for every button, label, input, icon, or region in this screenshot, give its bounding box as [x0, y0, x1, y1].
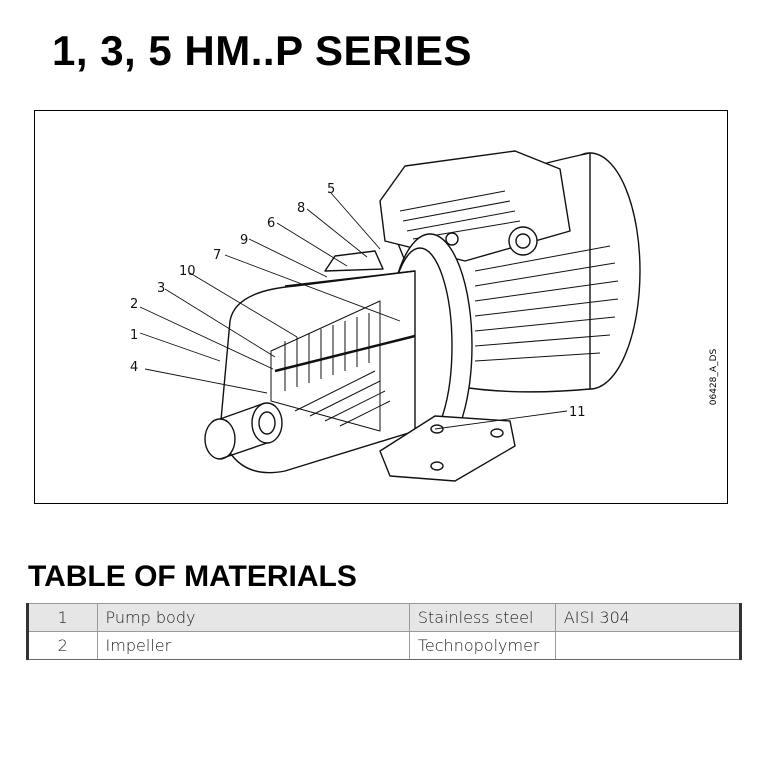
callout-10: 10	[179, 264, 196, 279]
callout-1: 1	[130, 328, 138, 343]
part-material: Technopolymer	[408, 631, 556, 660]
figure-code: 06428_A_DS	[707, 111, 721, 503]
callout-8: 8	[297, 201, 305, 216]
table-row: 1 Pump body Stainless steel AISI 304	[26, 603, 743, 632]
filler-plug	[324, 250, 384, 272]
cable-gland	[508, 226, 538, 256]
callout-3: 3	[157, 281, 165, 296]
callout-9: 9	[240, 233, 248, 248]
callout-11: 11	[569, 405, 586, 420]
materials-table: 1 Pump body Stainless steel AISI 304 2 I…	[26, 603, 743, 660]
part-name: Impeller	[96, 631, 410, 660]
row-number: 1	[26, 603, 98, 632]
motor-foot	[379, 415, 516, 482]
material-spec: AISI 304	[554, 603, 743, 632]
callout-5: 5	[327, 182, 335, 197]
callout-7: 7	[213, 248, 221, 263]
row-number: 2	[26, 631, 98, 660]
table-row: 2 Impeller Technopolymer	[26, 631, 743, 660]
material-spec	[554, 631, 743, 660]
figure-code-text: 06428_A_DS	[709, 348, 719, 406]
pump-drawing: 5 8 6 9 7 10 3 2 1 4 11	[130, 150, 641, 482]
part-name: Pump body	[96, 603, 410, 632]
callout-2: 2	[130, 297, 138, 312]
page-title: 1, 3, 5 HM..P SERIES	[52, 27, 473, 74]
callout-6: 6	[267, 216, 275, 231]
materials-title: TABLE OF MATERIALS	[28, 560, 357, 593]
shaft	[274, 334, 416, 373]
suction-inlet	[204, 418, 236, 460]
pump-cutaway-figure: 5 8 6 9 7 10 3 2 1 4 11 06428_A_DS	[34, 110, 728, 504]
callout-4: 4	[130, 360, 138, 375]
part-material: Stainless steel	[408, 603, 556, 632]
